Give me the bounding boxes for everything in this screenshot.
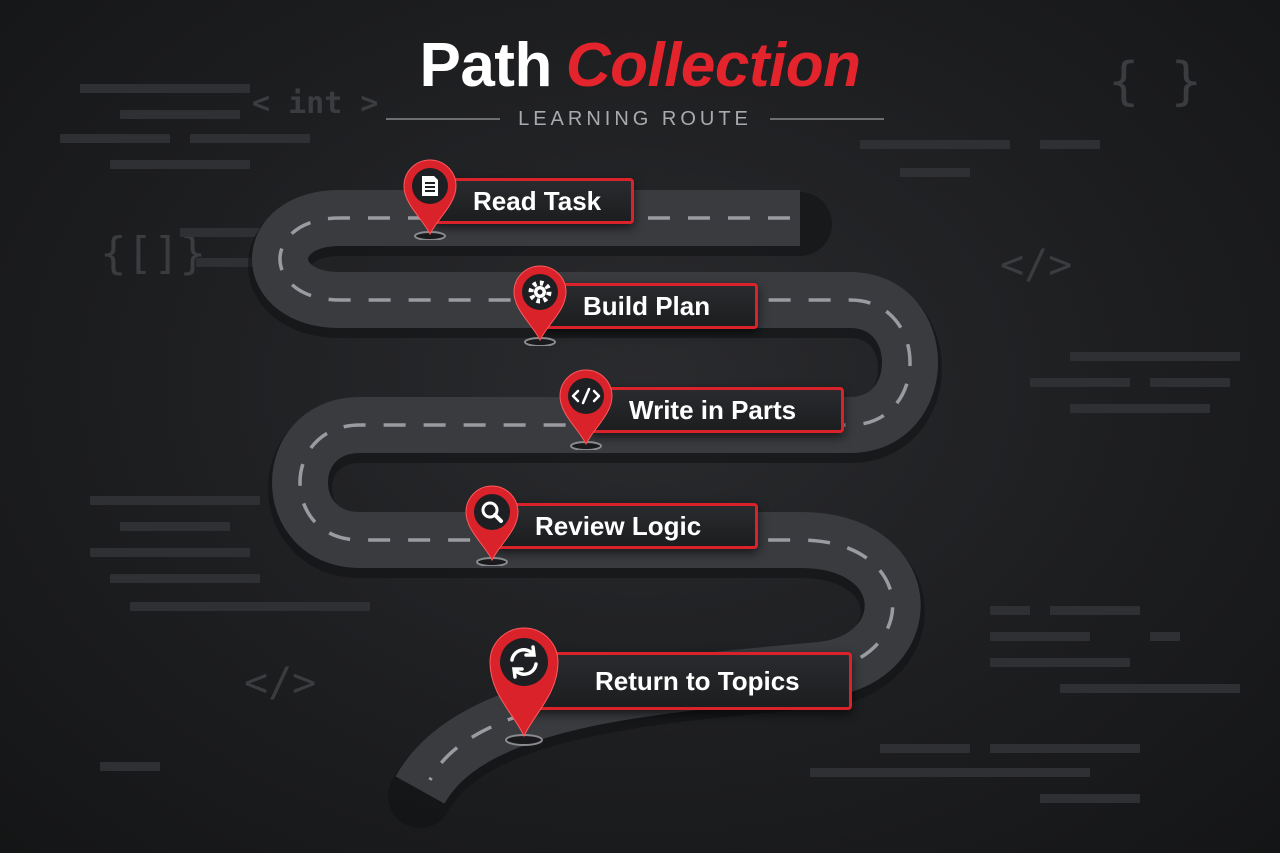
code-line-decoration [1060,684,1240,693]
magnifier-icon [481,501,503,523]
code-line-decoration [1040,794,1140,803]
code-line-decoration [990,632,1090,641]
step-pin-build-plan[interactable] [510,262,570,347]
gear-icon [528,280,552,304]
step-write-in-parts[interactable]: Write in Parts [588,387,844,433]
code-line-decoration [990,606,1030,615]
code-line-decoration [1150,632,1180,641]
step-label-text: Build Plan [583,290,711,321]
subtitle-row: LEARNING ROUTE [386,106,884,132]
braces-decoration: { } [1108,52,1202,112]
step-review-logic[interactable]: Review Logic [494,503,758,549]
step-build-plan[interactable]: Build Plan [542,283,758,329]
code-line-decoration [130,602,370,611]
subtitle-divider-right [769,118,884,120]
code-line-decoration [1030,378,1130,387]
subtitle-divider-left [386,118,501,120]
code-icon [571,387,601,405]
code-line-decoration [110,574,260,583]
code-line-decoration [880,744,970,753]
code-line-decoration [120,110,240,119]
code-line-decoration [110,160,250,169]
step-pin-return-to-topics[interactable] [486,622,562,746]
int-tag-decoration: < int > [252,86,379,121]
step-pin-review-logic[interactable] [462,482,522,567]
title-part-2: Collection [565,31,861,100]
code-line-decoration [1050,606,1140,615]
code-line-decoration [1150,378,1230,387]
code-line-decoration [860,140,1010,149]
code-line-decoration [196,258,266,267]
code-line-decoration [810,768,1090,777]
step-read-task[interactable]: Read Task [432,178,634,224]
code-line-decoration [990,658,1130,667]
code-line-decoration [1070,404,1210,413]
code-line-decoration [1040,140,1100,149]
document-icon [422,176,438,196]
step-label-text: Return to Topics [595,665,800,696]
code-line-decoration [1070,352,1240,361]
refresh-icon [510,645,538,679]
title-part-1: Path [419,31,552,100]
code-line-decoration [190,134,310,143]
close-tag-decoration-right: </> [1000,242,1073,288]
subtitle: LEARNING ROUTE [518,107,752,130]
step-return-to-topics[interactable]: Return to Topics [524,652,852,710]
step-label-text: Write in Parts [629,394,797,425]
code-line-decoration [90,496,260,505]
code-line-decoration [60,134,170,143]
code-line-decoration [990,744,1140,753]
step-pin-read-task[interactable] [400,156,460,241]
step-label-text: Read Task [473,185,602,216]
code-line-decoration [120,522,230,531]
code-line-decoration [100,762,160,771]
code-line-decoration [180,228,270,237]
code-line-decoration [80,84,250,93]
step-pin-write-in-parts[interactable] [556,366,616,451]
code-line-decoration [900,168,970,177]
close-tag-decoration-left: </> [244,660,317,706]
code-line-decoration [90,548,250,557]
step-label-text: Review Logic [535,510,702,541]
